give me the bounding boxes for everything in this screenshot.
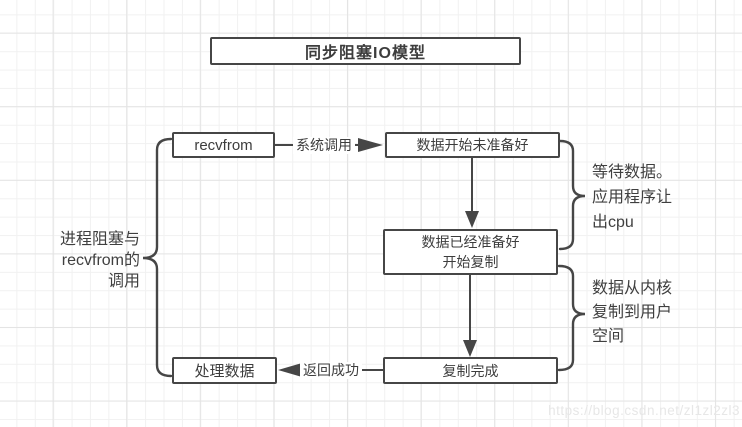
node-data-ready: 数据已经准备好 开始复制 <box>383 229 558 275</box>
annotation-line: 出cpu <box>592 214 634 231</box>
node-recvfrom: recvfrom <box>172 132 275 158</box>
annotation-copy-kernel: 数据从内核 复制到用户 空间 <box>592 277 702 349</box>
arrow-right-icon <box>358 138 383 152</box>
annotation-wait-data: 等待数据。 应用程序让 出cpu <box>592 160 702 235</box>
annotation-line: 应用程序让 <box>592 189 673 206</box>
edge-label-return-success: 返回成功 <box>300 362 362 379</box>
annotation-line: 空间 <box>592 328 625 345</box>
watermark-url: https://blog.csdn.net/zl1zl2zl3 <box>548 403 740 418</box>
right-brace-wait <box>558 139 586 251</box>
diagram-title: 同步阻塞IO模型 <box>210 37 521 65</box>
arrow-down-icon <box>463 340 477 357</box>
node-data-ready-line2: 开始复制 <box>442 254 499 270</box>
annotation-line: 进程阻塞与 <box>59 231 140 248</box>
annotation-line: 调用 <box>107 273 140 290</box>
annotation-line: recvfrom的 <box>61 252 140 269</box>
node-copy-done: 复制完成 <box>383 357 558 384</box>
annotation-line: 数据从内核 <box>592 280 673 297</box>
node-data-ready-line1: 数据已经准备好 <box>421 234 520 250</box>
node-process-data: 处理数据 <box>172 357 277 384</box>
arrow-left-icon <box>278 363 302 377</box>
arrow-down-icon <box>465 211 479 228</box>
left-brace <box>142 137 173 378</box>
edge-label-syscall: 系统调用 <box>293 137 355 154</box>
annotation-process-blocked: 进程阻塞与 recvfrom的 调用 <box>40 229 140 292</box>
node-data-not-ready: 数据开始未准备好 <box>385 132 560 158</box>
annotation-line: 复制到用户 <box>592 304 673 321</box>
right-brace-copy <box>557 264 586 372</box>
annotation-line: 等待数据。 <box>592 164 673 181</box>
